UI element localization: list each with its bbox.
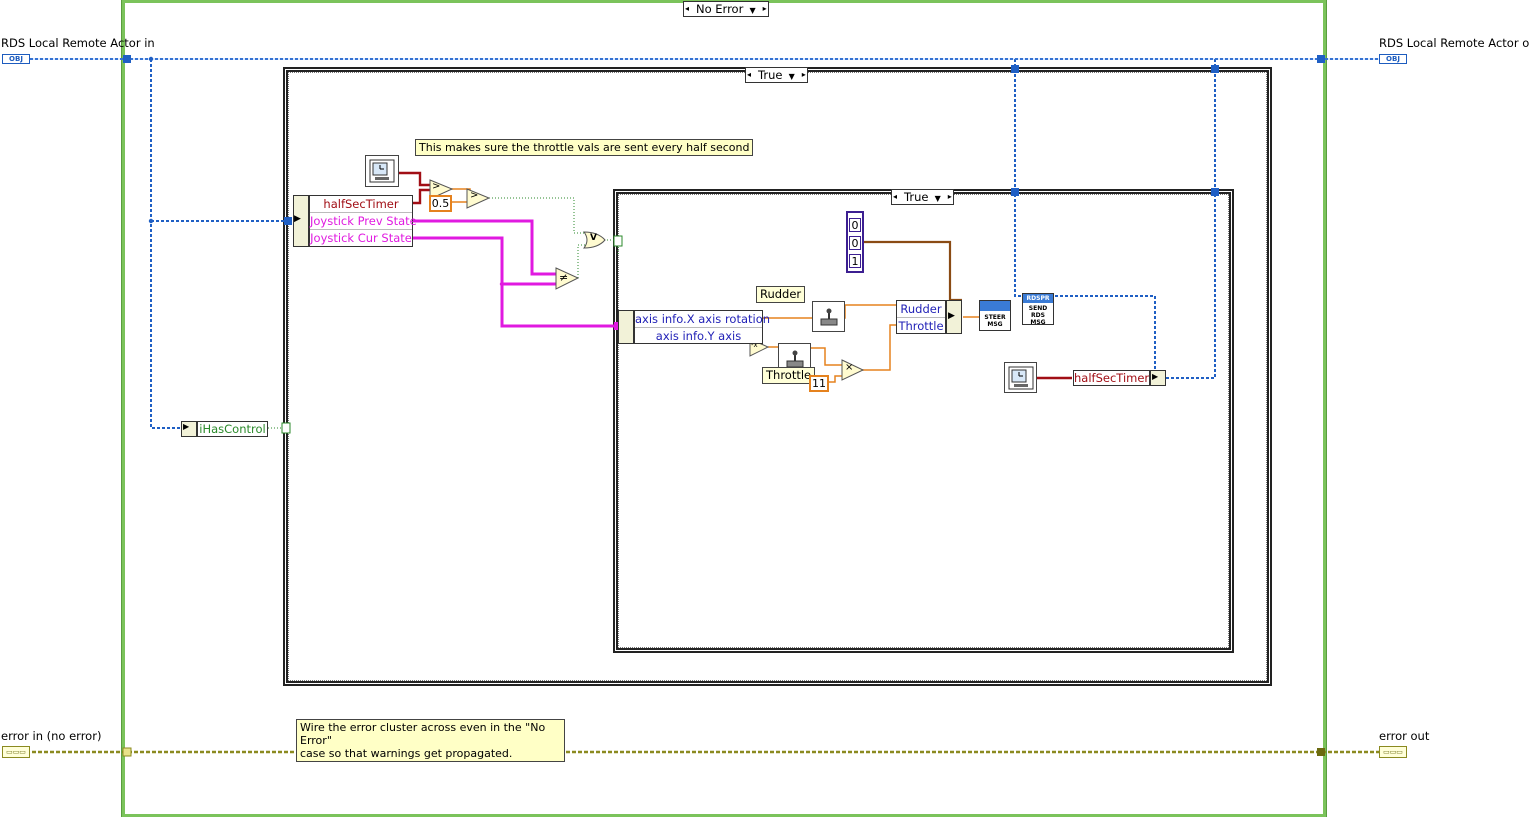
array-element-1[interactable]: 0	[849, 236, 861, 250]
selector-left-arrow-icon[interactable]: ◂	[893, 192, 898, 201]
middle-case-label: True	[758, 68, 783, 82]
greater-glyph-2: >	[470, 190, 479, 201]
axis-x-rotation-item[interactable]: axis info.X axis rotation	[635, 312, 771, 328]
tunnels	[122, 55, 1325, 757]
error-out-label: error out	[1379, 729, 1430, 743]
error-out-terminal[interactable]: ▭▭▭	[1379, 746, 1407, 758]
unbundle-by-name-axis[interactable]: axis info.X axis rotation axis info.Y ax…	[634, 310, 771, 344]
actor-in-terminal[interactable]: OBJ	[2, 54, 30, 64]
half-sec-timer-strip[interactable]	[1150, 370, 1166, 386]
multiply-glyph: ×	[845, 362, 854, 373]
obj-tag: OBJ	[9, 55, 23, 63]
actor-out-label: RDS Local Remote Actor out	[1379, 36, 1530, 50]
middle-case-selector[interactable]: ◂ True ▼ ▸	[745, 67, 808, 83]
negate-glyph: -x	[751, 341, 758, 349]
unbundle-item-cur-state[interactable]: Joystick Cur State	[310, 231, 412, 245]
unbundle-arrow-icon: ▶	[294, 214, 301, 224]
throttle-comment: This makes sure the throttle vals are se…	[415, 139, 754, 156]
array-wire	[864, 240, 962, 302]
steer-msg-text: STEER MSG	[984, 314, 1006, 328]
obj-tag: OBJ	[1386, 55, 1400, 63]
half-second-constant[interactable]: 0.5	[429, 195, 452, 212]
greater-glyph-1: >	[432, 181, 441, 192]
greater-node[interactable]	[429, 179, 491, 209]
inner-case-label: True	[904, 190, 929, 204]
selector-left-arrow-icon[interactable]: ◂	[747, 70, 752, 79]
not-equal-node[interactable]	[555, 267, 580, 290]
has-control-strip[interactable]	[181, 421, 197, 437]
array-element-0[interactable]: 0	[849, 218, 861, 232]
dropdown-arrow-icon[interactable]: ▼	[786, 72, 795, 81]
multiply-node[interactable]	[841, 359, 865, 381]
has-control-label: iHasControl	[199, 422, 266, 436]
outer-case-selector[interactable]: ◂ No Error ▼ ▸	[683, 1, 769, 17]
send-msg-text: SEND RDS MSG	[1028, 305, 1048, 326]
send-rds-msg-subvi[interactable]: RDSPR SEND RDS MSG	[1022, 293, 1054, 326]
outer-case-label: No Error	[696, 2, 744, 16]
get-time-function[interactable]	[365, 155, 399, 187]
unbundle-item-halfsectimer[interactable]: halfSecTimer	[310, 196, 412, 213]
dropdown-arrow-icon[interactable]: ▼	[932, 194, 941, 203]
error-in-terminal[interactable]: ▭▭▭	[2, 746, 30, 758]
axis-y-item[interactable]: axis info.Y axis	[655, 329, 742, 343]
has-control-property-node[interactable]: iHasControl	[197, 421, 268, 437]
selector-right-arrow-icon[interactable]: ▸	[762, 4, 767, 13]
dropdown-arrow-icon[interactable]: ▼	[746, 6, 756, 15]
unbundle-axis-strip[interactable]	[618, 310, 634, 344]
actor-in-label: RDS Local Remote Actor in	[1, 36, 155, 50]
get-time-function-2[interactable]	[1004, 362, 1037, 393]
error-comment: Wire the error cluster across even in th…	[296, 719, 565, 762]
array-constant[interactable]: 0 0 1	[846, 211, 864, 273]
error-in-label: error in (no error)	[1, 729, 102, 743]
joystick-icon	[786, 350, 803, 367]
throttle-scale-constant[interactable]: 11	[809, 375, 829, 392]
bundle-arrow-icon: ▶	[1152, 372, 1159, 381]
subvi-header	[980, 301, 1010, 311]
steer-msg-subvi[interactable]: STEER MSG	[979, 300, 1011, 331]
half-sec-timer-item[interactable]: halfSecTimer	[1074, 371, 1150, 385]
bundle-rudder-item[interactable]: Rudder	[897, 301, 945, 318]
unbundle-by-name-state[interactable]: halfSecTimer Joystick Prev State Joystic…	[309, 195, 417, 247]
boolean-wires	[268, 197, 619, 429]
rudder-label: Rudder	[756, 286, 806, 303]
send-msg-header: RDSPR	[1023, 294, 1053, 303]
object-wires	[30, 58, 1380, 429]
clock-icon	[369, 159, 395, 183]
joystick-icon	[820, 308, 837, 325]
selector-right-arrow-icon[interactable]: ▸	[947, 192, 952, 201]
or-glyph: V	[590, 233, 597, 243]
array-element-2[interactable]: 1	[849, 254, 861, 268]
bundle-steer-strip[interactable]	[946, 300, 962, 334]
clock-icon	[1008, 366, 1033, 389]
throttle-label: Throttle	[762, 367, 816, 384]
rudder-joystick-control[interactable]	[812, 301, 845, 332]
property-arrow-icon: ▶	[183, 422, 190, 431]
inner-case-structure	[613, 189, 1234, 653]
bundle-by-name-steer[interactable]: Rudder Throttle	[896, 300, 946, 334]
selector-right-arrow-icon[interactable]: ▸	[801, 70, 806, 79]
unbundle-state-strip[interactable]	[293, 195, 309, 247]
bundle-arrow-icon: ▶	[948, 311, 955, 321]
actor-out-terminal[interactable]: OBJ	[1379, 54, 1407, 64]
not-equal-glyph: ≠	[559, 271, 569, 284]
selector-left-arrow-icon[interactable]: ◂	[685, 4, 690, 13]
timestamp-wires	[398, 171, 1072, 380]
unbundle-item-prev-state[interactable]: Joystick Prev State	[310, 214, 417, 230]
inner-case-selector[interactable]: ◂ True ▼ ▸	[891, 189, 954, 205]
bundle-throttle-item[interactable]: Throttle	[898, 319, 944, 333]
error-comment-line1: Wire the error cluster across even in th…	[300, 721, 546, 747]
half-sec-timer-bundle[interactable]: halfSecTimer	[1073, 370, 1150, 386]
error-comment-line2: case so that warnings get propagated.	[300, 747, 513, 760]
or-node[interactable]	[583, 231, 606, 249]
